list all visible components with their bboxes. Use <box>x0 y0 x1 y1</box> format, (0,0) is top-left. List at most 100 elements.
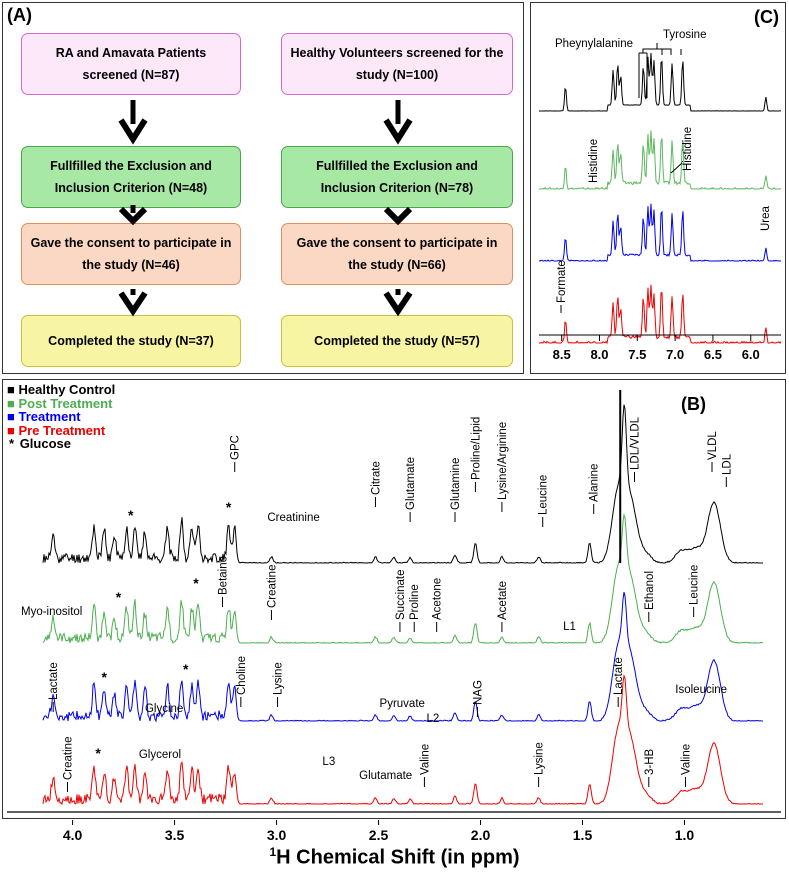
legend-pre-treatment: ■ Pre Treatment <box>7 422 106 438</box>
panel-c-tick-label: 6.0 <box>742 347 760 362</box>
panel-c-label: (C) <box>754 7 779 27</box>
trace3-label-2: Choline <box>236 656 248 695</box>
trace1-label-3: Glutamate <box>405 457 417 510</box>
trace2-label-8: Ethanol <box>644 571 656 610</box>
label-creatinine: Creatinine <box>267 512 319 524</box>
trace4-label-6: 3-HB <box>644 748 656 775</box>
legend-swatch-icon: ■ <box>7 395 15 411</box>
left-box-criteria: Fullfilled the Exclusion and Inclusion C… <box>21 146 241 208</box>
trace2-label-5: Acetone <box>432 578 444 620</box>
arrow-down-icon <box>118 100 148 145</box>
panel-b-legend: ■ Healthy Control ■ Post Treatment ■ Tre… <box>7 383 115 451</box>
trace3-label-0: Lactate <box>48 662 60 700</box>
trace4-label-0: Creatine <box>62 737 74 780</box>
right-box-screened: Healthy Volunteers screened for the stud… <box>281 33 513 95</box>
glucose-star-icon: * <box>116 589 122 605</box>
trace2-label-9: Leucine <box>689 565 701 605</box>
trace1-label-9: LDL/VLDL <box>630 416 642 470</box>
trace1-label-0: GPC <box>230 435 242 460</box>
spectrum-c-trace-0 <box>539 52 782 112</box>
label-l2: L2 <box>426 713 439 725</box>
trace2-label-1: Betaine <box>217 556 229 595</box>
x-axis-title: 1H Chemical Shift (in ppm) <box>269 845 520 869</box>
flow-arrows <box>118 100 413 317</box>
panel-b-tick-label: 2.0 <box>471 827 491 843</box>
annot-tyrosine: Tyrosine <box>663 29 706 41</box>
panel-b-tick-label: 1.5 <box>573 827 593 843</box>
legend-treatment: ■ Treatment <box>7 409 81 424</box>
legend-healthy-control: ■ Healthy Control <box>7 382 116 397</box>
trace2-label-2: Creatine <box>266 565 278 608</box>
annot-histidine-2: Histidine <box>682 127 694 171</box>
annot-histidine-1: Histidine <box>588 139 600 183</box>
panel-c-tick-label: 7.5 <box>628 347 646 362</box>
right-box-consent: Gave the consent to participate in the s… <box>281 223 513 285</box>
trace1-label-5: Proline/Lipid <box>470 417 482 480</box>
trace1-label-6: Lysine/Arginine <box>497 422 509 500</box>
left-box-completed: Completed the study (N=37) <box>21 315 241 367</box>
panel-c-tick-label: 7.0 <box>666 347 684 362</box>
trace4-label-5: Lysine <box>534 742 546 775</box>
legend-swatch-icon: ■ <box>7 409 15 424</box>
annot-phenylalanine: Pheynylalanine <box>555 38 633 50</box>
spectrum-b-trace-1 <box>42 513 764 644</box>
legend-glucose: * Glucose <box>9 436 71 451</box>
right-box-criteria: Fullfilled the Exclusion and Inclusion C… <box>281 146 513 208</box>
glucose-star-icon: * <box>128 507 134 523</box>
panel-a-flowchart: (A) RA and Amavata Patients screened (N=… <box>2 2 524 374</box>
panel-a-label: (A) <box>7 5 32 25</box>
spectrum-b-trace-3 <box>42 674 763 806</box>
label-isoleucine: Isoleucine <box>675 684 727 696</box>
trace1-label-8: Alanine <box>589 464 601 502</box>
trace1-label-2: Citrate <box>370 461 382 495</box>
glucose-star-icon: * <box>95 745 101 761</box>
left-box-consent: Gave the consent to participate in the s… <box>21 223 241 285</box>
trace4-label-7: Valine <box>680 744 692 775</box>
legend-swatch-icon: ■ <box>7 422 15 438</box>
panel-c-plot: Pheynylalanine Tyrosine Histidine Histid… <box>538 29 782 362</box>
glucose-star-icon: * <box>183 661 189 677</box>
spectrum-c-trace-3 <box>539 284 782 345</box>
panel-c-aromatic-spectra: (C) Pheynylalanine Tyrosine Histidine Hi… <box>530 2 786 374</box>
glucose-star-icon: * <box>193 575 199 591</box>
label-glutamate-pre: Glutamate <box>359 770 412 782</box>
trace2-label-6: Acetate <box>497 581 509 620</box>
spectrum-c-trace-2 <box>538 203 781 262</box>
panel-b-tick-label: 4.0 <box>63 827 83 843</box>
trace3-label-6: NAG <box>472 680 484 705</box>
annot-urea: Urea <box>760 205 772 231</box>
right-box-completed: Completed the study (N=57) <box>281 315 513 367</box>
arrow-down-icon <box>118 206 148 226</box>
trace2-label-3: Succinate <box>395 569 407 620</box>
glucose-star-icon: * <box>9 436 15 451</box>
label-glycerol: Glycerol <box>139 749 181 761</box>
arrow-down-icon <box>383 206 413 226</box>
annot-formate: Formate <box>556 260 568 303</box>
trace3-label-7: Lactate <box>613 657 625 695</box>
trace1-label-11: LDL <box>721 453 733 475</box>
left-box-screened: RA and Amavata Patients screened (N=87) <box>21 33 241 95</box>
trace1-label-7: Leucine <box>538 475 550 515</box>
trace4-label-4: Valine <box>419 744 431 775</box>
label-l3: L3 <box>322 756 335 768</box>
legend-post-treatment: ■ Post Treatment <box>7 395 113 411</box>
panel-c-tick-label: 8.0 <box>590 347 608 362</box>
label-pyruvate: Pyruvate <box>380 698 425 710</box>
panel-b-tick-label: 1.0 <box>675 827 695 843</box>
arrow-down-icon <box>118 289 148 317</box>
spectrum-c-trace-1 <box>539 130 782 191</box>
trace2-label-4: Proline <box>409 584 421 620</box>
glucose-star-icon: * <box>226 499 232 515</box>
label-myo-inositol: Myo-inositol <box>21 606 82 618</box>
panel-b-tick-label: 3.5 <box>165 827 185 843</box>
trace3-label-3: Lysine <box>273 662 285 695</box>
panel-b-tick-label: 3.0 <box>267 827 287 843</box>
panel-c-tick-label: 8.5 <box>553 347 571 362</box>
spectrum-b-trace-2 <box>42 591 763 723</box>
spectrum-b-trace-0 <box>42 404 763 565</box>
panel-b-label: (B) <box>681 394 706 414</box>
panel-c-tick-label: 6.5 <box>704 347 722 362</box>
trace1-label-10: VLDL <box>707 431 719 460</box>
arrow-down-icon <box>383 100 413 145</box>
